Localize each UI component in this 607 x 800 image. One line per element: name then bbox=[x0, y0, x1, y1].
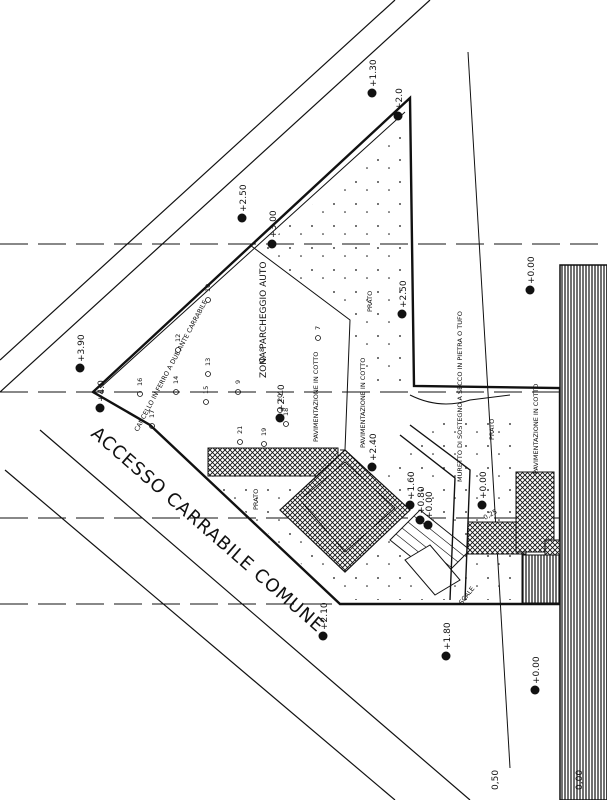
level-label: +3.90 bbox=[77, 334, 87, 362]
lawn-label-3: PRATO bbox=[488, 419, 496, 440]
level-marker bbox=[367, 88, 377, 98]
parking-number: 9 bbox=[234, 380, 242, 384]
lawn-area bbox=[260, 125, 410, 385]
parking-dot bbox=[149, 423, 155, 429]
corner-value-2: 0,00 bbox=[575, 770, 585, 790]
corner-value-1: 0,50 bbox=[491, 770, 501, 790]
level-marker bbox=[405, 500, 415, 510]
parking-dot bbox=[137, 391, 143, 397]
parking-dot bbox=[205, 297, 211, 303]
parking-dot bbox=[237, 439, 243, 445]
level-label: +3.00 bbox=[269, 210, 279, 238]
adjacent-building bbox=[521, 264, 607, 800]
level-marker bbox=[423, 520, 433, 530]
parking-number: 14 bbox=[172, 376, 180, 384]
parking-dot bbox=[235, 389, 241, 395]
level-label: +1.60 bbox=[407, 471, 417, 499]
level-label: +1.80 bbox=[443, 622, 453, 650]
parking-number: 10 bbox=[204, 284, 212, 292]
parking-number: 12 bbox=[174, 334, 182, 342]
road-lines bbox=[0, 0, 511, 800]
parking-dot bbox=[175, 347, 181, 353]
level-label: +0.00 bbox=[527, 256, 537, 284]
level-label: +2.10 bbox=[320, 602, 330, 630]
parking-number: 19 bbox=[260, 428, 268, 436]
parking-dot bbox=[315, 335, 321, 341]
level-marker bbox=[275, 413, 285, 423]
parking-number: 13 bbox=[204, 358, 212, 366]
level-marker bbox=[318, 631, 328, 641]
level-label: +1.30 bbox=[369, 59, 379, 87]
level-marker bbox=[441, 651, 451, 661]
paving-label-2: PAVIMENTAZIONE IN COTTO bbox=[359, 358, 367, 448]
level-marker bbox=[95, 403, 105, 413]
level-label: +2.0 bbox=[395, 88, 405, 110]
parking-number: 17 bbox=[148, 410, 156, 418]
lawn-label-2: PRATO bbox=[252, 489, 260, 510]
level-marker bbox=[75, 363, 85, 373]
level-label: +2.40 bbox=[277, 384, 287, 412]
level-label: +0.00 bbox=[532, 656, 542, 684]
level-marker bbox=[237, 213, 247, 223]
level-marker bbox=[267, 239, 277, 249]
parking-dot bbox=[277, 407, 283, 413]
paving-label-3: PAVIMENTAZIONE IN COTTO bbox=[532, 384, 540, 474]
retaining-wall bbox=[399, 394, 511, 601]
parking-number: 15 bbox=[202, 386, 210, 394]
parking-numbers: 12 13 14 15 16 17 18 19 20 21 8 9 10 7 bbox=[136, 284, 322, 447]
level-marker bbox=[367, 462, 377, 472]
level-label: +0.00 bbox=[425, 491, 435, 519]
level-marker bbox=[530, 685, 540, 695]
parking-number: 7 bbox=[314, 326, 322, 330]
parking-number: 16 bbox=[136, 378, 144, 386]
level-label: +2.40 bbox=[369, 433, 379, 461]
level-marker bbox=[415, 515, 425, 525]
parking-dot bbox=[261, 441, 267, 447]
parking-number: 18 bbox=[282, 408, 290, 416]
level-label: +2.50 bbox=[239, 184, 249, 212]
parking-dot bbox=[203, 399, 209, 405]
stairs bbox=[389, 509, 471, 596]
parking-boundary bbox=[249, 244, 351, 451]
parking-number: 20 bbox=[276, 394, 284, 402]
level-label: +0.00 bbox=[479, 471, 489, 499]
parking-number: 21 bbox=[236, 426, 244, 434]
level-marker bbox=[477, 500, 487, 510]
level-label: +2.50 bbox=[399, 280, 409, 308]
level-marker bbox=[525, 285, 535, 295]
level-marker bbox=[397, 309, 407, 319]
parking-dot bbox=[173, 389, 179, 395]
level-label: +4.0 bbox=[97, 380, 107, 402]
parking-dot bbox=[205, 371, 211, 377]
paving-label-1: PAVIMENTAZIONE IN COTTO bbox=[312, 352, 320, 442]
parking-dot bbox=[259, 357, 265, 363]
paving-blocks bbox=[207, 447, 564, 573]
parking-number: 8 bbox=[258, 348, 266, 352]
parking-zone-label: ZONA PARCHEGGIO AUTO bbox=[259, 262, 269, 378]
parking-dot bbox=[283, 421, 289, 427]
spot-levels: +3.90+4.0+2.50+3.00+2.40+2.40+1.60+0.80+… bbox=[75, 59, 542, 695]
wall-label: MURETTO DI SOSTEGNO A SECCO IN PIETRA O … bbox=[456, 311, 464, 482]
lawn-label-1: PRATO bbox=[366, 291, 374, 312]
level-marker bbox=[393, 111, 403, 121]
level-label: +0.80 bbox=[417, 486, 427, 514]
